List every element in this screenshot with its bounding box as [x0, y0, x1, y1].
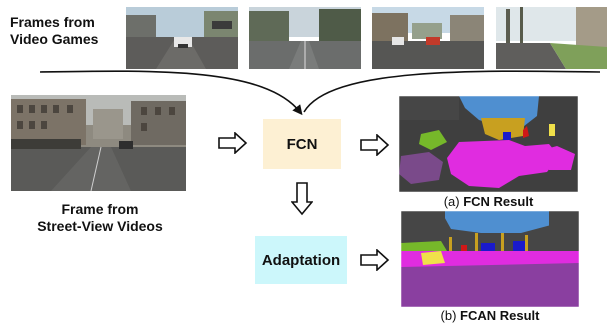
- hollow-right-arrow-icon: [218, 132, 248, 154]
- fcn-result-caption-bold: FCN Result: [463, 194, 534, 209]
- adaptation-box: Adaptation: [255, 236, 347, 284]
- game-frame-4: [496, 7, 607, 69]
- game-frame-2: [249, 7, 361, 69]
- street-view-frame: [11, 95, 186, 191]
- street-view-label: Frame from Street-View Videos: [20, 201, 180, 235]
- hollow-right-arrow-icon: [360, 249, 390, 271]
- video-games-label-line2: Video Games: [10, 31, 99, 47]
- game-frame-1: [126, 7, 238, 69]
- street-view-label-line2: Street-View Videos: [37, 218, 163, 234]
- fcan-result-caption-prefix: (b): [440, 308, 461, 323]
- street-view-label-line1: Frame from: [61, 201, 139, 217]
- hollow-right-arrow-icon: [360, 134, 390, 156]
- game-frame-3: [372, 7, 484, 69]
- fcan-result-caption: (b) FCAN Result: [399, 308, 581, 323]
- fcn-result-caption-prefix: (a): [443, 194, 464, 209]
- video-games-label: Frames from Video Games: [10, 14, 128, 48]
- fcan-result-caption-bold: FCAN Result: [460, 308, 540, 323]
- fcan-result-image: [401, 211, 579, 307]
- fcn-box: FCN: [263, 119, 341, 169]
- hollow-down-arrow-icon: [291, 182, 313, 216]
- fcn-result-image: [399, 96, 578, 192]
- adaptation-box-label: Adaptation: [261, 251, 341, 269]
- fcn-result-caption: (a) FCN Result: [399, 194, 578, 209]
- video-games-label-line1: Frames from: [10, 14, 95, 30]
- fcn-box-label: FCN: [286, 135, 318, 153]
